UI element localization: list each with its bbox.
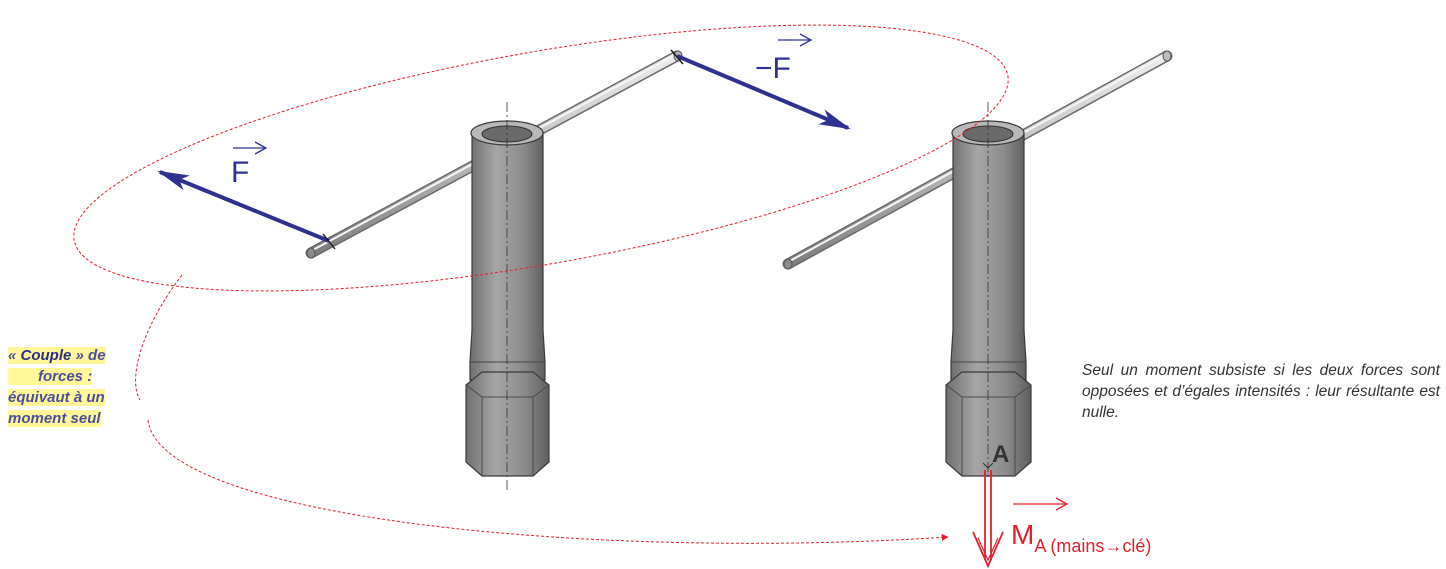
left-wrench: [305, 50, 683, 490]
couple-note-line3: équivaut à un: [8, 389, 105, 406]
couple-note-open: «: [8, 347, 21, 364]
label-f-text: F: [231, 156, 249, 189]
couple-note-line2: forces :: [38, 368, 93, 385]
couple-note-close: »: [71, 347, 84, 364]
moment-symbol: M: [1011, 519, 1034, 550]
moment-note: Seul un moment subsiste si les deux forc…: [1082, 362, 1440, 421]
right-hex-socket: [945, 371, 1032, 477]
label-minus-f-text: −F: [755, 52, 791, 85]
couple-keyword: Couple: [20, 347, 72, 364]
couple-connector-path: [135, 274, 948, 543]
svg-text:MA (mains→clé): MA (mains→clé): [1011, 519, 1151, 556]
label-f: F: [231, 141, 268, 189]
force-f-vector: [157, 170, 336, 250]
couple-note: « Couple » de forces : équivaut à un mom…: [8, 345, 136, 429]
right-wrench: [782, 50, 1173, 478]
right-shaft: [950, 132, 1027, 381]
moment-label: MA (mains→clé): [1011, 497, 1151, 556]
force-minus-f-vector: [670, 49, 851, 130]
point-a-label: A: [992, 441, 1009, 468]
left-hex-socket: [465, 371, 550, 477]
left-shaft: [469, 132, 546, 381]
moment-vector: [972, 470, 1004, 569]
couple-ellipse: [73, 24, 1009, 292]
label-minus-f: −F: [755, 33, 813, 85]
couple-note-line4: moment seul: [8, 410, 101, 427]
couple-note-rest1: de: [83, 347, 106, 364]
moment-subscript: A (mains→clé): [1034, 536, 1151, 556]
